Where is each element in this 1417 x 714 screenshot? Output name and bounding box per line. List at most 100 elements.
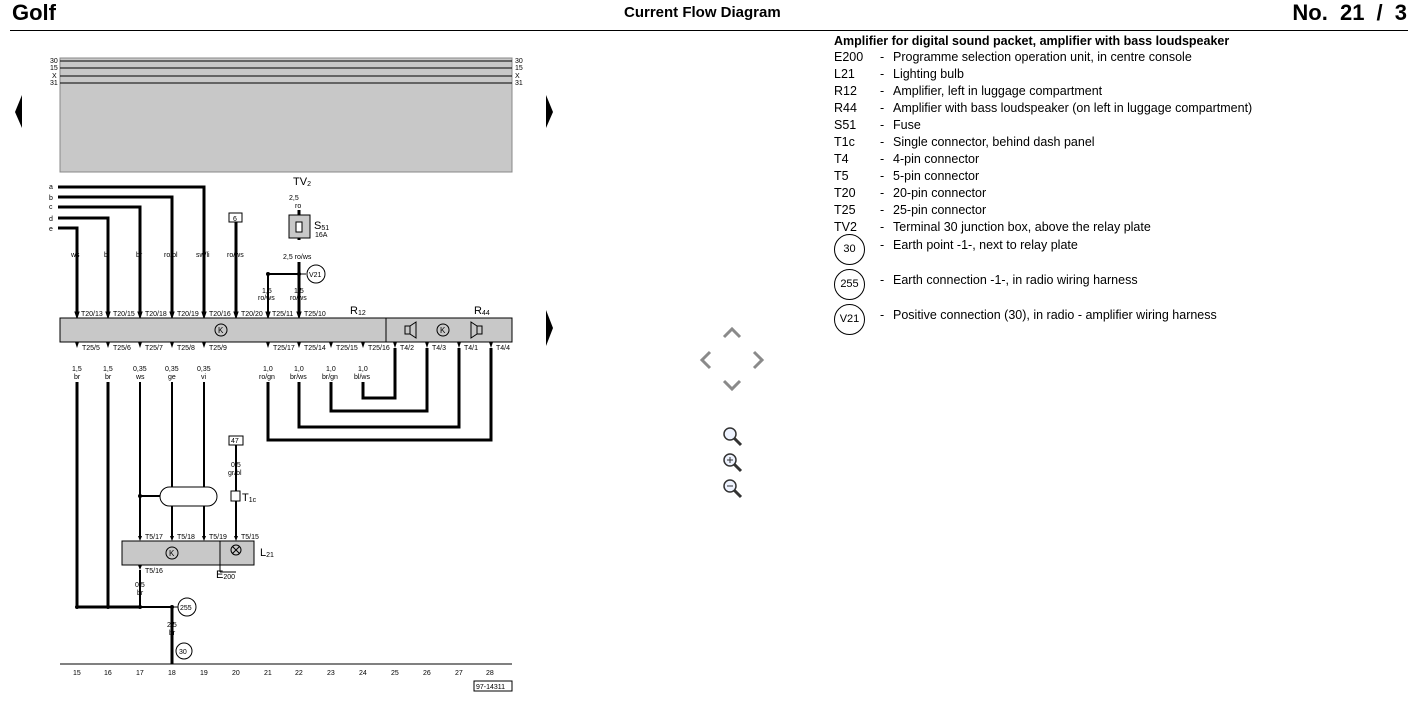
wire-t25-15-color: br/gn xyxy=(322,374,338,381)
wire-47-color: gr/bl xyxy=(228,470,242,477)
legend-code: T1c xyxy=(834,135,855,149)
wire-color-sw-li: sw/li xyxy=(196,252,210,259)
track-20: 20 xyxy=(232,670,240,677)
wire-color-ws: ws xyxy=(70,252,80,259)
track-26: 26 xyxy=(423,670,431,677)
r12-label: R12 xyxy=(350,305,366,317)
rail-label-31-left: 31 xyxy=(50,80,58,87)
earth-wire-color: br xyxy=(169,630,176,637)
wire-t25-14-color: br/ws xyxy=(290,374,307,381)
legend-description: Single connector, behind dash panel xyxy=(893,135,1095,149)
nav-up-icon[interactable] xyxy=(722,326,742,339)
zoom-in-icon[interactable] xyxy=(723,453,743,473)
wire-t25-7-color: ws xyxy=(135,374,145,381)
next-page-arrow-icon[interactable] xyxy=(546,95,553,128)
pin-t20-13: T20/13 xyxy=(81,311,103,318)
zoom-out-icon[interactable] xyxy=(723,479,743,499)
nav-right-icon[interactable] xyxy=(752,350,765,370)
branch-letter-d: d xyxy=(49,216,53,223)
wire-t25-17-size: 1,0 xyxy=(263,366,273,373)
legend-code: T5 xyxy=(834,169,849,183)
legend-dash: - xyxy=(880,101,885,115)
legend-dash: - xyxy=(880,169,885,183)
pin-t5-15: T5/15 xyxy=(241,534,259,541)
earth-255-circle xyxy=(177,597,197,617)
legend-description: 25-pin connector xyxy=(893,203,987,217)
pin-t5-18: T5/18 xyxy=(177,534,195,541)
track-18: 18 xyxy=(168,670,176,677)
next-page-arrow-lower-icon[interactable] xyxy=(546,310,553,346)
legend-circle-code: V21 xyxy=(834,304,865,335)
legend-row: L21-Lighting bulb xyxy=(834,66,1404,83)
wiring-diagram: 30 15 X 31 30 15 X 31 a b c d e 6 ws bl … xyxy=(0,40,560,709)
legend-row: T1c-Single connector, behind dash panel xyxy=(834,134,1404,151)
bottom-pin-arrows xyxy=(75,342,493,348)
r44-electronic-symbol-icon xyxy=(436,323,450,337)
legend-row: T20-20-pin connector xyxy=(834,185,1404,202)
track-27: 27 xyxy=(455,670,463,677)
wire-color-br: br xyxy=(136,252,143,259)
pin-t25-11: T25/11 xyxy=(272,311,293,318)
wire-color-ro-bl: ro/bl xyxy=(164,252,178,259)
r12-electronic-symbol-glyph: K xyxy=(218,326,224,335)
navigation-controls xyxy=(690,320,780,510)
r44-electronic-symbol-glyph: K xyxy=(440,326,446,335)
shielded-cable-symbol xyxy=(159,486,218,507)
bulb-l21-icon xyxy=(230,544,242,556)
wire-t5-16-color: br xyxy=(137,590,144,597)
wire-t25-16-color: bl/ws xyxy=(354,374,370,381)
s51-out-wire-label: 2,5 ro/ws xyxy=(283,254,312,261)
power-rails xyxy=(60,60,512,84)
header-divider xyxy=(10,30,1408,31)
track-16: 16 xyxy=(104,670,112,677)
pin-t4-2: T4/2 xyxy=(400,345,414,352)
legend-code: T20 xyxy=(834,186,856,200)
legend-row: T25-25-pin connector xyxy=(834,202,1404,219)
branch-letter-e: e xyxy=(49,226,53,233)
zoom-icon[interactable] xyxy=(723,427,743,447)
legend-code: E200 xyxy=(834,50,864,64)
pin-t20-20: T20/20 xyxy=(241,311,263,318)
rail-label-15-left: 15 xyxy=(50,65,58,72)
track-25: 25 xyxy=(391,670,399,677)
t1c-label: T1c xyxy=(242,492,257,504)
nav-left-icon[interactable] xyxy=(699,350,712,370)
track-21: 21 xyxy=(264,670,272,677)
legend-code: T25 xyxy=(834,203,856,217)
pin-t4-3: T4/3 xyxy=(432,345,446,352)
e200-electronic-symbol-glyph: K xyxy=(169,549,175,558)
s51-label: S51 xyxy=(314,220,329,232)
legend-description: Amplifier, left in luggage compartment xyxy=(893,84,1103,98)
e200-label: E200 xyxy=(216,569,235,581)
legend-row: T5 -5-pin connector xyxy=(834,168,1404,185)
wire-15-b-size: 1,5 xyxy=(294,288,304,295)
wire-t25-14-size: 1,0 xyxy=(294,366,304,373)
nav-down-icon[interactable] xyxy=(722,379,742,392)
legend-description: 5-pin connector xyxy=(893,169,980,183)
track-28: 28 xyxy=(486,670,494,677)
legend-dash: - xyxy=(880,152,885,166)
wire-box-6 xyxy=(228,212,243,223)
pin-t4-4: T4/4 xyxy=(496,345,510,352)
branch-letter-b: b xyxy=(49,195,53,202)
legend-row: S51-Fuse xyxy=(834,117,1404,134)
wire-t25-8-size: 0,35 xyxy=(165,366,179,373)
branch-letter-c: c xyxy=(49,204,53,211)
v21-label: V21 xyxy=(309,272,322,279)
pin-t20-16: T20/16 xyxy=(209,311,231,318)
track-15: 15 xyxy=(73,670,81,677)
legend-dash: - xyxy=(880,238,885,252)
r12-electronic-symbol-icon xyxy=(214,323,228,337)
wire-box-6-label: 6 xyxy=(233,216,237,223)
r44-label: R44 xyxy=(474,305,490,317)
pin-t25-15: T25/15 xyxy=(336,345,358,352)
relay-plate-area xyxy=(59,57,513,173)
model-name: Golf xyxy=(12,0,56,25)
component-legend: Amplifier for digital sound packet, ampl… xyxy=(834,33,1404,342)
pin-t25-14: T25/14 xyxy=(304,345,326,352)
legend-dash: - xyxy=(880,84,885,98)
l21-label: L21 xyxy=(260,547,274,559)
wire-t25-6-color: br xyxy=(105,374,112,381)
prev-page-arrow-icon[interactable] xyxy=(15,95,22,128)
